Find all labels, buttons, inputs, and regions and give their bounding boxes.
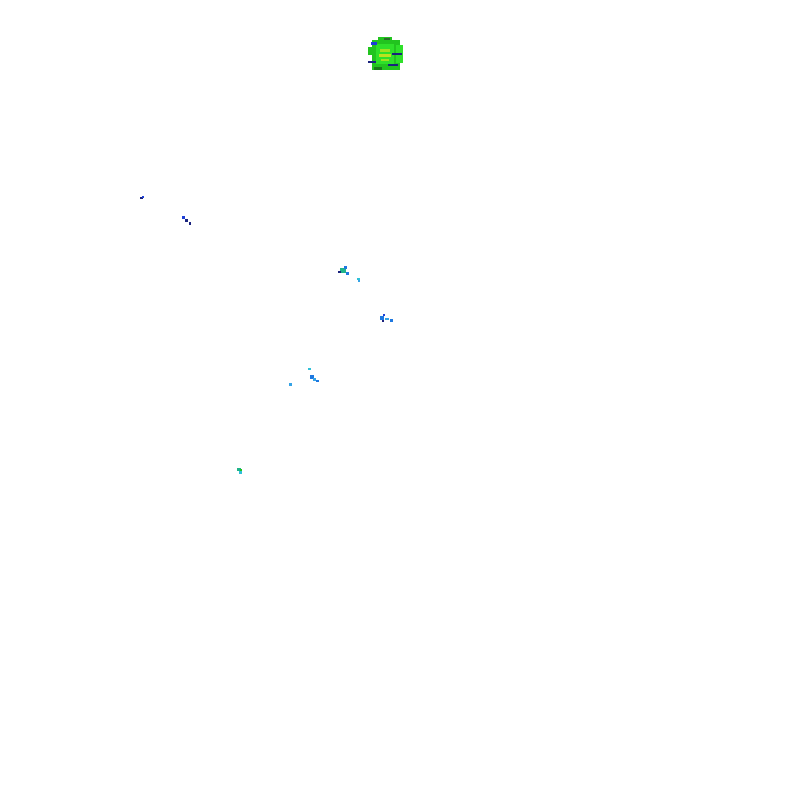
- radar-echo-main-cell: [368, 37, 403, 70]
- radar-echo-nw-1: [140, 196, 144, 199]
- radar-echo-center-2: [380, 314, 393, 322]
- radar-echo-south: [237, 468, 242, 474]
- radar-echo-center-1: [338, 266, 360, 282]
- radar-echo-nw-2: [182, 216, 191, 225]
- radar-echo-center-3: [289, 368, 319, 386]
